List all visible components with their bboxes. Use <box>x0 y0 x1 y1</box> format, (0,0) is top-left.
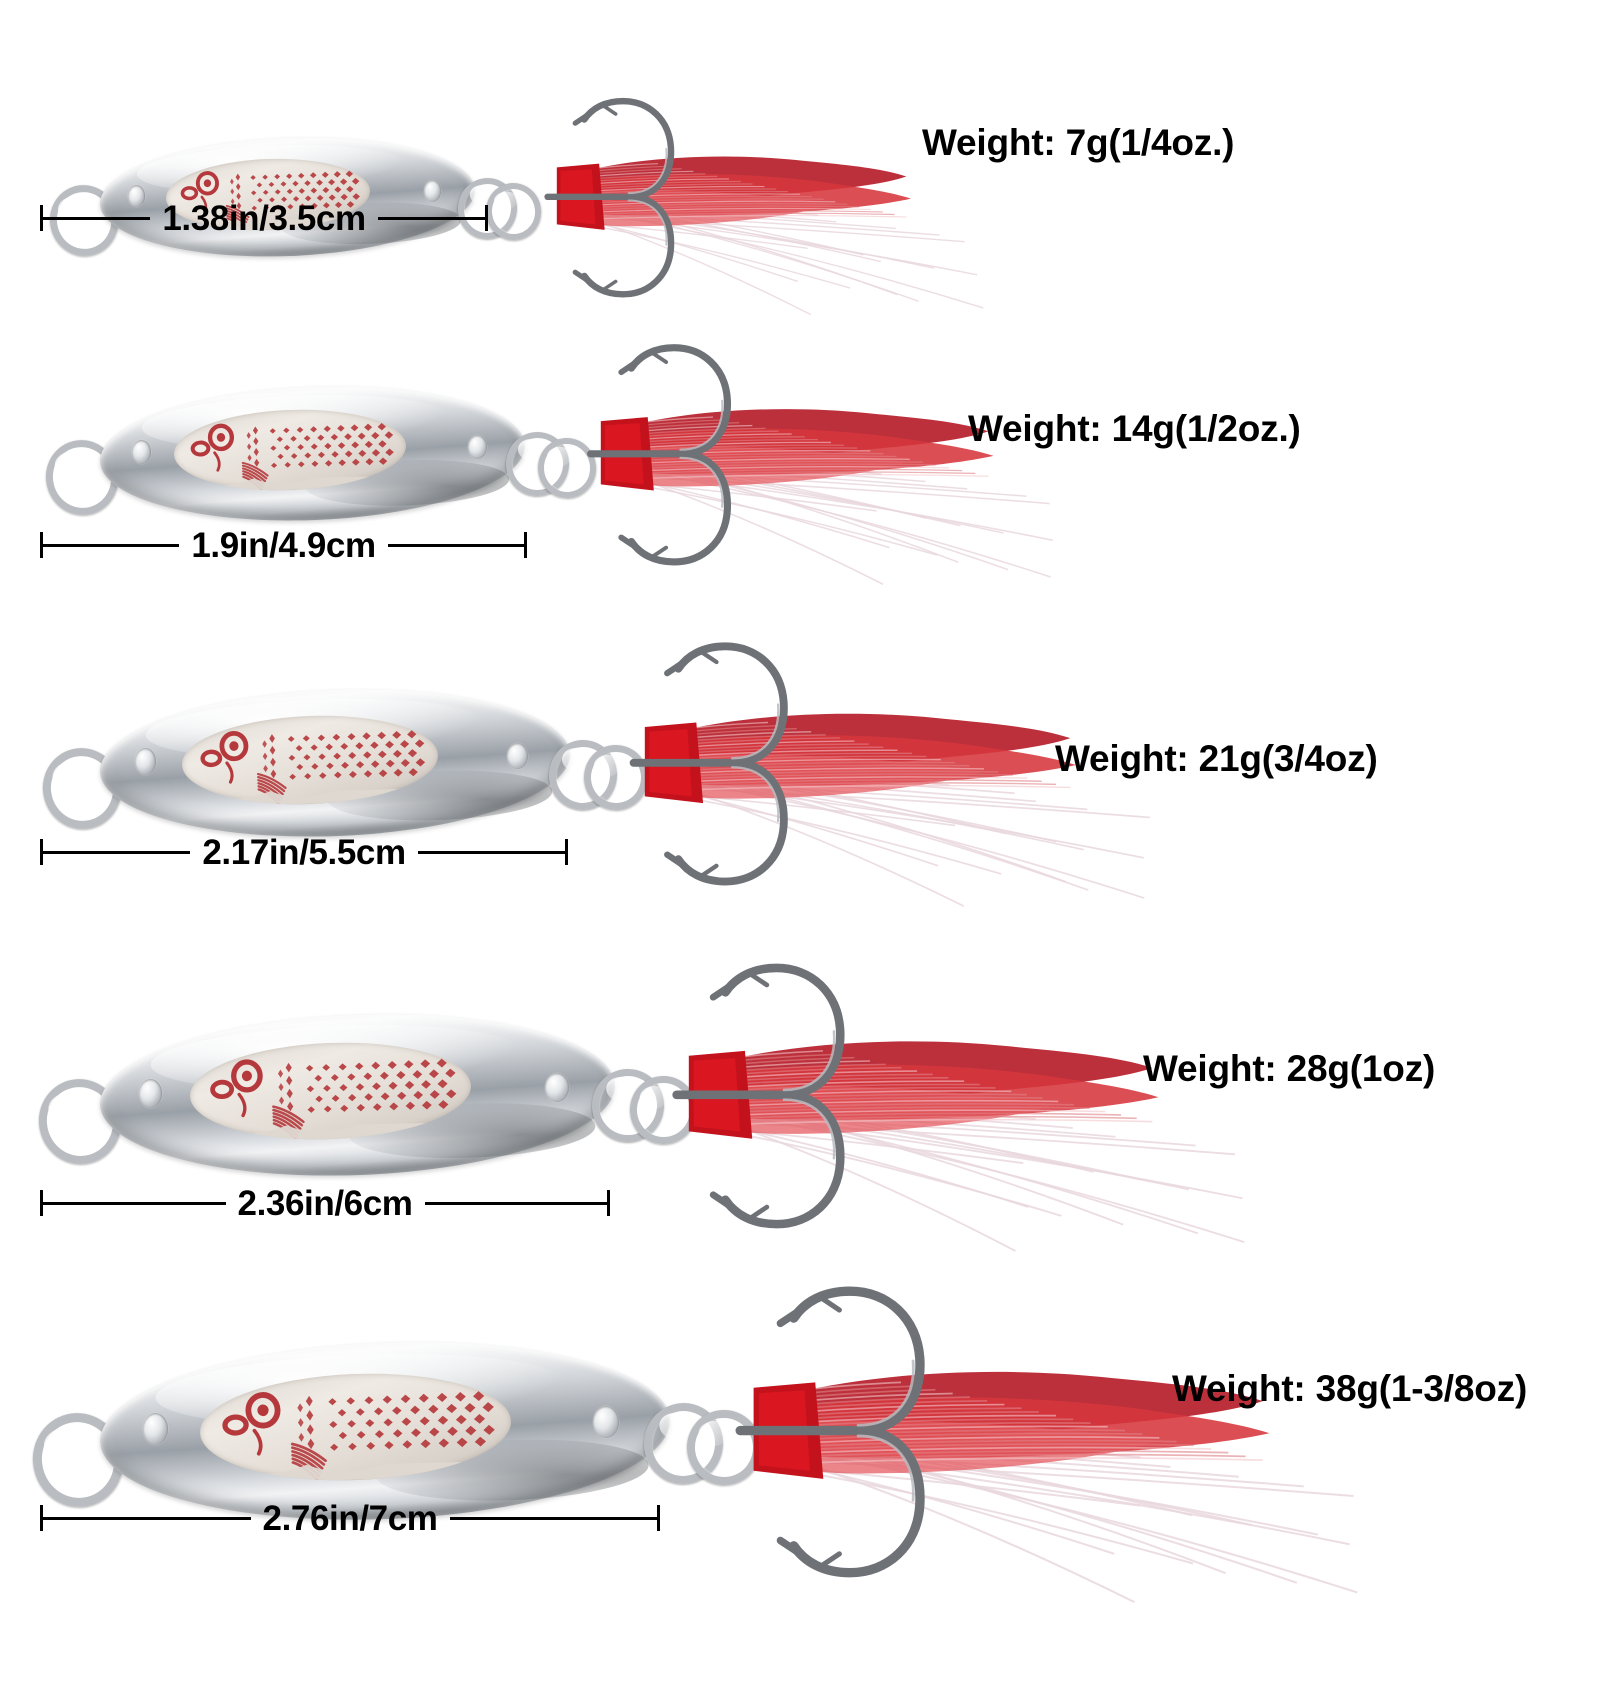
dimension-line-right <box>388 544 524 547</box>
dimension-line-right <box>418 851 565 854</box>
dimension-line-left <box>43 1202 226 1205</box>
dimension-bar: 2.36in/6cm <box>40 1183 610 1223</box>
weight-label: Weight: 21g(3/4oz) <box>1055 740 1378 777</box>
blade-tail-hole <box>593 1406 619 1438</box>
dimension-right-cap <box>657 1505 660 1531</box>
fish-decal <box>181 711 440 808</box>
weight-label: Weight: 28g(1oz) <box>1143 1050 1435 1087</box>
dimension-line-left <box>43 851 190 854</box>
weight-label: Weight: 38g(1-3/8oz) <box>1172 1370 1527 1407</box>
dimension-right-cap <box>524 532 527 558</box>
lure-size-chart: 1.38in/3.5cm Weight: 7g(1/4oz.) 1.9in/4.9c… <box>0 0 1600 1600</box>
dimension-line-right <box>378 217 485 220</box>
dimension-label: 1.9in/4.9cm <box>179 528 387 563</box>
dimension-right-cap <box>565 839 568 865</box>
dimension-line-right <box>425 1202 608 1205</box>
dimension-bar: 1.9in/4.9cm <box>40 525 527 565</box>
dimension-line-left <box>43 544 179 547</box>
dimension-line-right <box>450 1517 658 1520</box>
fish-decal <box>188 1038 472 1145</box>
fish-decal <box>173 406 408 495</box>
dimension-right-cap <box>607 1190 610 1216</box>
blade-nose-hole <box>139 1079 162 1108</box>
dimension-bar: 1.38in/3.5cm <box>40 198 488 238</box>
dimension-label: 2.17in/5.5cm <box>190 835 417 870</box>
weight-label: Weight: 7g(1/4oz.) <box>922 124 1234 161</box>
dimension-right-cap <box>485 205 488 231</box>
dimension-label: 2.36in/6cm <box>226 1186 425 1221</box>
dimension-line-left <box>43 217 150 220</box>
dimension-label: 2.76in/7cm <box>251 1501 450 1536</box>
blade-tail-hole <box>507 743 528 769</box>
dimension-bar: 2.76in/7cm <box>40 1498 660 1538</box>
fish-decal <box>198 1368 512 1485</box>
dimension-label: 1.38in/3.5cm <box>150 201 377 236</box>
blade-tail-hole <box>545 1073 568 1102</box>
dimension-line-left <box>43 1517 251 1520</box>
weight-label: Weight: 14g(1/2oz.) <box>968 410 1301 447</box>
blade-tail-hole <box>468 435 487 459</box>
dimension-bar: 2.17in/5.5cm <box>40 832 568 872</box>
